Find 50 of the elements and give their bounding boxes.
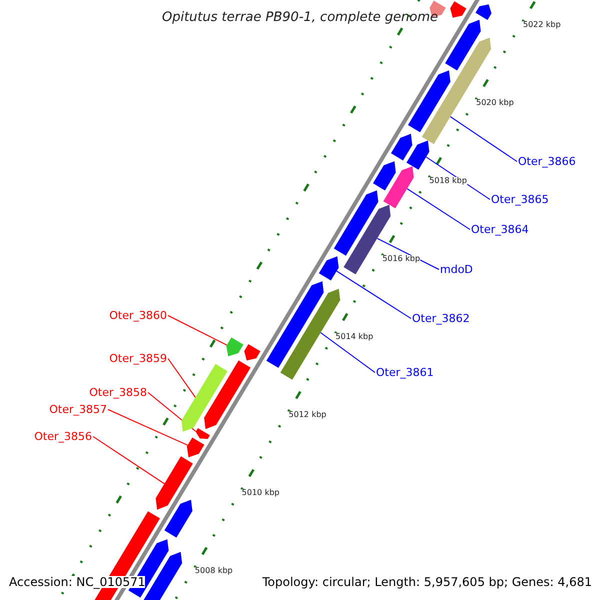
- scale-label: 5008 kbp: [194, 566, 233, 575]
- accession-text: Accession: NC_010571: [9, 576, 146, 588]
- scale-label: 5020 kbp: [476, 98, 514, 107]
- leader-line: [376, 238, 440, 270]
- gene-segment: [391, 134, 412, 160]
- gene-segment: [318, 256, 339, 280]
- gene-label: mdoD: [440, 264, 473, 275]
- gene-label: Oter_3864: [471, 224, 529, 235]
- gene-segment: [204, 360, 251, 430]
- leader-line: [406, 188, 470, 230]
- map-title: Opitutus terrae PB90-1, complete genome: [162, 11, 438, 24]
- gene-segment: [196, 428, 210, 439]
- leader-line: [168, 358, 196, 398]
- scale-label: 5016 kbp: [382, 254, 420, 263]
- scale-label: 5022 kbp: [523, 20, 561, 29]
- leader-line: [336, 270, 412, 319]
- gene-label: Oter_3857: [49, 404, 107, 415]
- gene-segment: [408, 70, 450, 132]
- gene-label: Oter_3862: [412, 313, 470, 324]
- genome-info-text: Topology: circular; Length: 5,957,605 bp; Genes: 4,681: [262, 576, 592, 588]
- leader-line: [92, 436, 165, 484]
- gene-label: Oter_3860: [109, 310, 167, 321]
- gene-segment: [406, 140, 430, 170]
- leader-line: [168, 315, 228, 346]
- leader-line: [450, 116, 518, 162]
- gene-segment: [156, 456, 193, 510]
- gene-segment: [450, 1, 466, 18]
- gene-segment: [164, 500, 192, 538]
- gene-segment: [226, 337, 244, 356]
- gene-segment: [445, 20, 481, 70]
- gene-segment: [244, 344, 260, 360]
- gene-segment: [266, 281, 324, 368]
- scale-label: 5014 kbp: [336, 332, 374, 341]
- gene-label: Oter_3856: [34, 431, 92, 442]
- gene-label: Oter_3859: [109, 353, 167, 364]
- gene-segment: [383, 166, 414, 208]
- leader-line: [320, 332, 376, 373]
- gene-segment: [334, 190, 378, 256]
- gene-label: Oter_3866: [518, 156, 576, 167]
- gene-segment: [373, 161, 396, 190]
- scale-label: 5018 kbp: [429, 176, 467, 185]
- gene-label: Oter_3858: [89, 387, 147, 398]
- gene-segment: [182, 364, 228, 432]
- scale-label: 5012 kbp: [288, 410, 326, 419]
- leader-line: [108, 409, 188, 446]
- gene-segment: [476, 4, 492, 20]
- scale-label: 5010 kbp: [242, 488, 280, 497]
- gene-segment: [142, 552, 182, 600]
- gene-label: Oter_3861: [376, 367, 434, 378]
- gene-label: Oter_3865: [491, 194, 549, 205]
